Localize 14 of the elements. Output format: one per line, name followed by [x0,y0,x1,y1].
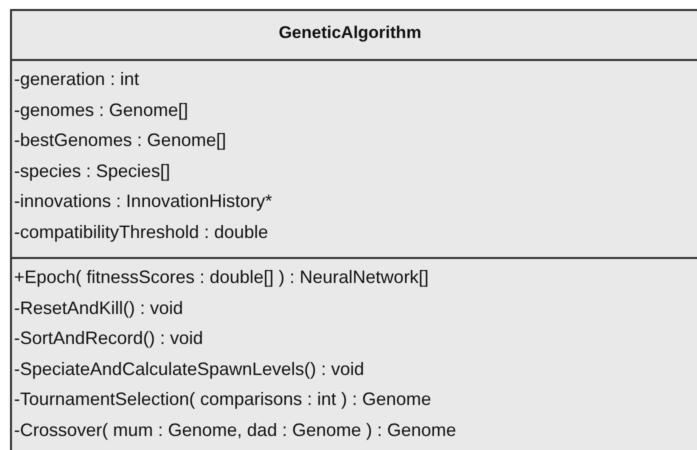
method-text: -Crossover( mum : Genome, dad : Genome ) : Genome [14,420,456,440]
method-text: -SortAndRecord() : void [14,328,204,349]
attribute-text: -genomes : Genome[] [14,100,188,120]
attribute-text: -compatibilityThreshold : double [14,222,268,242]
method-text: -TournamentSelection( comparisons : int ) : Genome [14,389,432,410]
class-name: GeneticAlgorithm [278,23,422,43]
class-box [10,9,697,450]
attribute-text: -generation : int [14,69,140,90]
method-text: -ResetAndKill() : void [14,298,184,318]
method-text: +Epoch( fitnessScores : double[] ) : NeuralNetwork[] [14,267,429,288]
attribute-text: -bestGenomes : Genome[] [14,130,226,151]
attribute-text: -innovations : InnovationHistory* [14,191,272,212]
method-text: -SpeciateAndCalculateSpawnLevels() : void [14,358,364,380]
attribute-text: -species : Species[] [14,160,170,182]
